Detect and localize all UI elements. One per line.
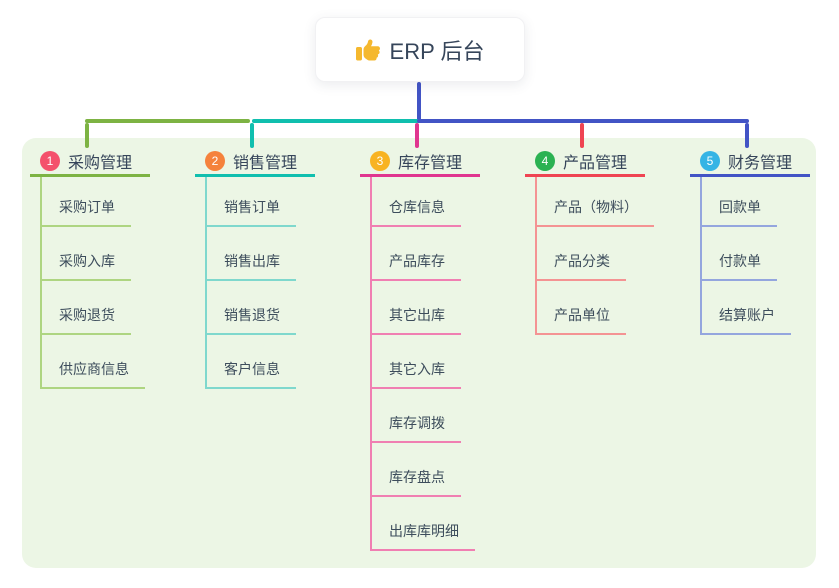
branch-label: 库存管理 xyxy=(398,155,463,172)
branch-label: 销售管理 xyxy=(233,155,298,172)
child-node[interactable]: 出库库明细 xyxy=(372,497,475,551)
branch-number-badge: 1 xyxy=(40,151,60,171)
branch-children: 采购订单采购入库采购退货供应商信息 xyxy=(40,177,176,389)
branch-label: 产品管理 xyxy=(563,155,628,172)
bus-segment-1 xyxy=(85,119,250,123)
child-node[interactable]: 回款单 xyxy=(702,177,777,227)
thumb-path xyxy=(355,38,380,60)
bus-segment-3 xyxy=(417,119,749,123)
child-node[interactable]: 销售退货 xyxy=(207,281,296,335)
branch-drop-line-4 xyxy=(580,123,584,148)
branch-title[interactable]: 5 财务管理 xyxy=(690,148,810,177)
branch-children: 产品（物料）产品分类产品单位 xyxy=(535,177,671,335)
child-node[interactable]: 采购入库 xyxy=(42,227,131,281)
branch-number-badge: 2 xyxy=(205,151,225,171)
child-node[interactable]: 采购退货 xyxy=(42,281,131,335)
child-node[interactable]: 销售订单 xyxy=(207,177,296,227)
branch-title[interactable]: 2 销售管理 xyxy=(195,148,315,177)
child-node[interactable]: 结算账户 xyxy=(702,281,791,335)
root-node[interactable]: ERP 后台 xyxy=(315,17,525,82)
branch-label: 财务管理 xyxy=(728,155,793,172)
root-stem-line xyxy=(417,82,421,123)
child-node[interactable]: 库存盘点 xyxy=(372,443,461,497)
branch-title[interactable]: 3 库存管理 xyxy=(360,148,480,177)
child-node[interactable]: 库存调拨 xyxy=(372,389,461,443)
branch-children: 销售订单销售出库销售退货客户信息 xyxy=(205,177,341,389)
bus-segment-2 xyxy=(252,119,419,123)
root-title: ERP 后台 xyxy=(389,38,485,64)
child-node[interactable]: 其它出库 xyxy=(372,281,461,335)
branch-children: 回款单付款单结算账户 xyxy=(700,177,836,335)
branch-5: 5 财务管理 回款单付款单结算账户 xyxy=(690,148,836,335)
child-node[interactable]: 仓库信息 xyxy=(372,177,461,227)
branch-title[interactable]: 1 采购管理 xyxy=(30,148,150,177)
branch-drop-line-5 xyxy=(745,123,749,148)
child-node[interactable]: 供应商信息 xyxy=(42,335,145,389)
child-node[interactable]: 采购订单 xyxy=(42,177,131,227)
branch-2: 2 销售管理 销售订单销售出库销售退货客户信息 xyxy=(195,148,341,389)
branch-drop-line-2 xyxy=(250,123,254,148)
branch-drop-line-3 xyxy=(415,123,419,148)
thumbs-up-icon xyxy=(355,38,380,62)
child-node[interactable]: 产品（物料） xyxy=(537,177,654,227)
branch-4: 4 产品管理 产品（物料）产品分类产品单位 xyxy=(525,148,671,335)
child-node[interactable]: 付款单 xyxy=(702,227,777,281)
child-node[interactable]: 产品分类 xyxy=(537,227,626,281)
branch-number-badge: 5 xyxy=(700,151,720,171)
branch-3: 3 库存管理 仓库信息产品库存其它出库其它入库库存调拨库存盘点出库库明细 xyxy=(360,148,506,551)
branch-title[interactable]: 4 产品管理 xyxy=(525,148,645,177)
branch-number-badge: 3 xyxy=(370,151,390,171)
branch-1: 1 采购管理 采购订单采购入库采购退货供应商信息 xyxy=(30,148,176,389)
child-node[interactable]: 销售出库 xyxy=(207,227,296,281)
branch-label: 采购管理 xyxy=(68,155,133,172)
child-node[interactable]: 产品单位 xyxy=(537,281,626,335)
child-node[interactable]: 其它入库 xyxy=(372,335,461,389)
child-node[interactable]: 产品库存 xyxy=(372,227,461,281)
branch-children: 仓库信息产品库存其它出库其它入库库存调拨库存盘点出库库明细 xyxy=(370,177,506,551)
branch-drop-line-1 xyxy=(85,123,89,148)
child-node[interactable]: 客户信息 xyxy=(207,335,296,389)
branch-number-badge: 4 xyxy=(535,151,555,171)
